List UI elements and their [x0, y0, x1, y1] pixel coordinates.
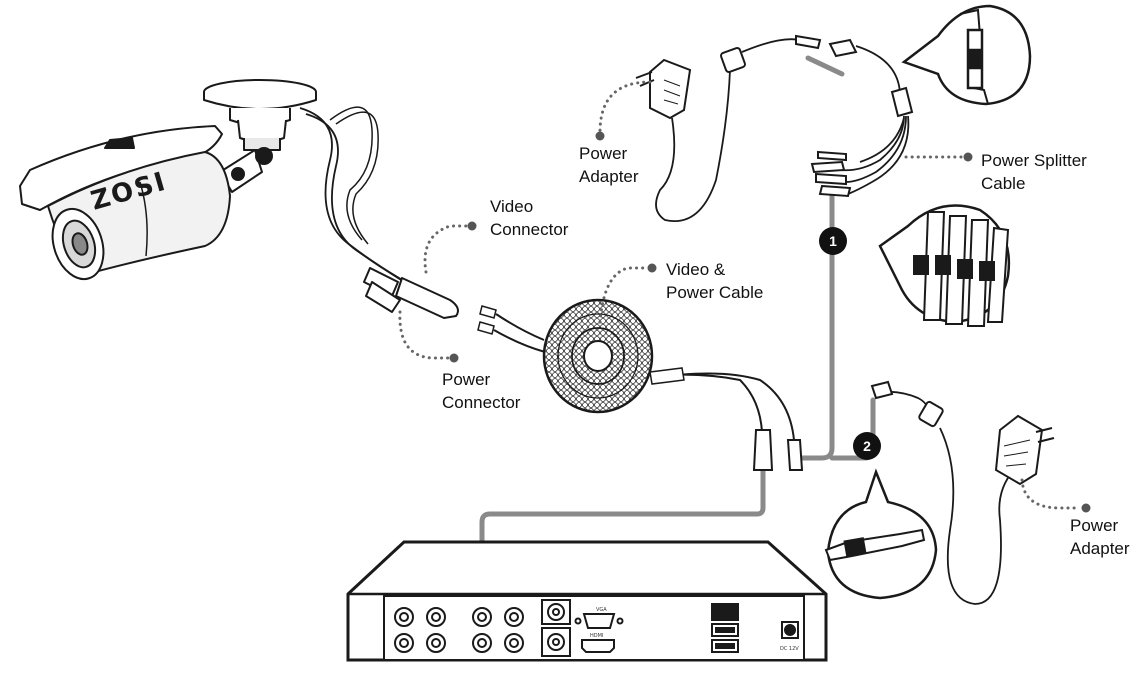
step-badge-1: 1: [819, 227, 847, 255]
leader-lines: [398, 80, 1082, 510]
label-power-connector-line1: Power: [442, 370, 491, 389]
leader-video-connector: [423, 224, 468, 274]
dc-port-label: DC 12V: [780, 646, 799, 652]
label-power-adapter-top: Power Adapter: [579, 142, 639, 188]
svg-text:2: 2: [863, 438, 871, 454]
label-power-splitter-cable: Power Splitter Cable: [981, 149, 1087, 195]
leader-video-power-cable: [598, 266, 648, 324]
vga-port-label: VGA: [596, 607, 607, 613]
label-power-adapter-bottom-line1: Power: [1070, 516, 1119, 535]
leader-power-connector: [398, 310, 450, 360]
label-power-adapter-top-line1: Power: [579, 144, 628, 163]
label-power-adapter-top-line2: Adapter: [579, 167, 639, 186]
label-power-adapter-bottom-line2: Adapter: [1070, 539, 1130, 558]
splitter-connect-dash: [805, 55, 845, 77]
dvr-av-ports: VGA HDMI DC 12V: [574, 603, 799, 653]
camera: ZOSI: [19, 79, 459, 319]
svg-text:1: 1: [829, 233, 837, 249]
label-video-power-cable-line1: Video &: [666, 260, 726, 279]
video-path-to-dvr: [479, 467, 766, 628]
zoom-bubble-dc-connector: [824, 468, 938, 600]
label-power-connector: Power Connector: [442, 368, 520, 414]
cable-coil: [477, 298, 804, 471]
label-power-adapter-bottom: Power Adapter: [1070, 514, 1130, 560]
top-power-adapter: [635, 34, 822, 222]
label-video-connector: Video Connector: [490, 195, 568, 241]
zoom-bubble-splitter: [901, 4, 1032, 106]
leader-power-adapter-top: [598, 80, 652, 134]
label-video-connector-line2: Connector: [490, 220, 569, 239]
power-splitter-cable: [810, 38, 914, 198]
zoom-bubble-splitter-plugs: [878, 204, 1011, 327]
leader-dots: [449, 131, 1091, 513]
leader-power-adapter-bottom: [1020, 478, 1082, 510]
label-power-connector-line2: Connector: [442, 393, 521, 412]
label-power-splitter-line1: Power Splitter: [981, 151, 1087, 170]
label-video-connector-line1: Video: [490, 197, 534, 216]
dvr-bnc-ports: [394, 599, 571, 657]
label-video-power-cable-line2: Power Cable: [666, 283, 764, 302]
hdmi-port-label: HDMI: [590, 633, 603, 639]
connection-paths: [479, 55, 876, 628]
label-video-power-cable: Video & Power Cable: [666, 258, 763, 304]
bottom-power-adapter: [870, 380, 1055, 605]
power-path-splitter: [795, 189, 835, 461]
label-power-splitter-line2: Cable: [981, 174, 1026, 193]
step-badge-2: 2: [853, 432, 881, 460]
